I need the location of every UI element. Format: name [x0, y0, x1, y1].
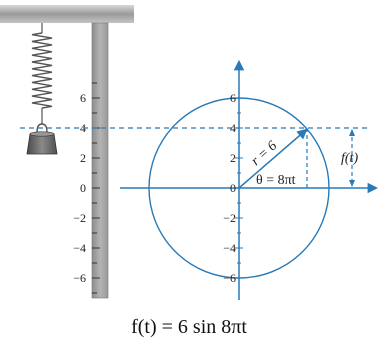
ft-arrow-top [349, 129, 355, 136]
ruler-label: −4 [73, 241, 86, 255]
circle-axis-label: 2 [230, 151, 236, 165]
spring [31, 23, 53, 124]
circle-axis-label: −4 [223, 241, 236, 255]
circle-axis-ticks [235, 97, 243, 279]
circle-axis-label: 6 [230, 91, 236, 105]
weight [26, 123, 58, 155]
projection-label: f(t) [341, 151, 358, 166]
ruler-label: −2 [73, 211, 86, 225]
radius-vector [238, 128, 308, 189]
ruler-label: −6 [73, 271, 86, 285]
angle-label: θ = 8πt [256, 173, 296, 188]
ruler-label: 6 [80, 91, 86, 105]
radius-label: r = 6 [249, 138, 281, 168]
ruler-label: 0 [80, 181, 86, 195]
formula-caption: f(t) = 6 sin 8πt [131, 316, 247, 338]
ruler-label: 2 [80, 151, 86, 165]
circle-axis-label: 4 [230, 121, 236, 135]
support-bar [0, 5, 134, 23]
circle-axis-labels: 6 4 2 0 −2 −4 −6 [223, 91, 236, 285]
ruler-post [91, 22, 109, 299]
circle-axis-label: 0 [230, 181, 236, 195]
circle-axis-label: −2 [223, 211, 236, 225]
circle-axis-label: −6 [223, 271, 236, 285]
ft-arrow-bottom [349, 180, 355, 187]
